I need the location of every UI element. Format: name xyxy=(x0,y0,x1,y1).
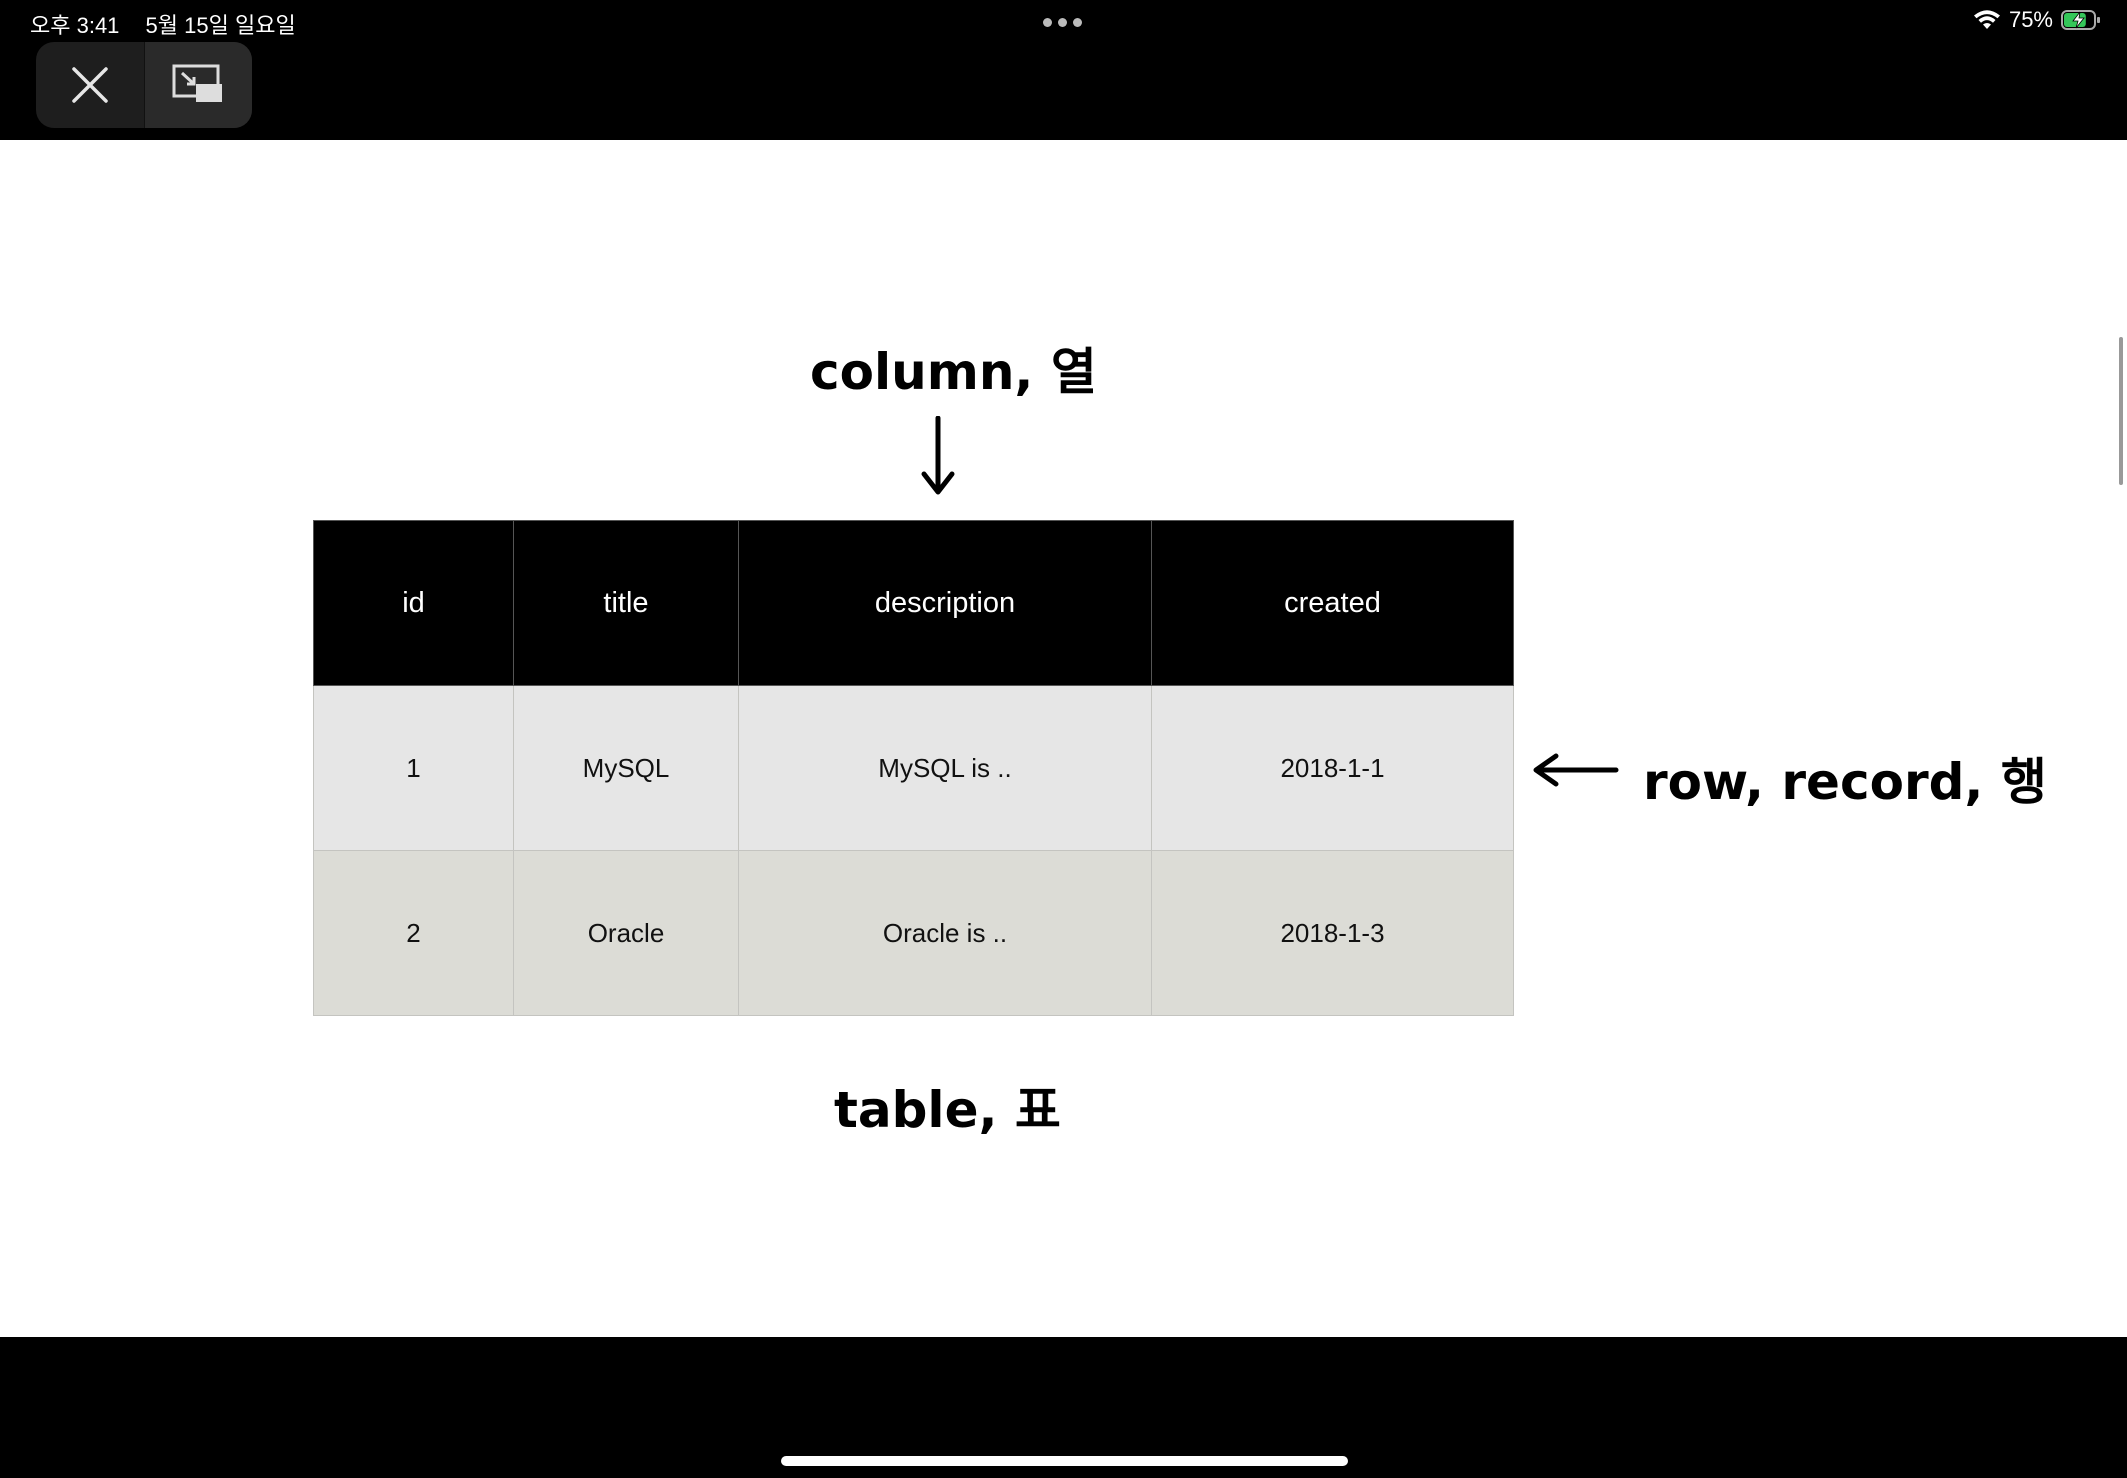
battery-charging-icon xyxy=(2061,10,2100,30)
table-row: 2 Oracle Oracle is .. 2018-1-3 xyxy=(313,850,1514,1016)
multitasking-dots-icon[interactable] xyxy=(1043,18,1082,27)
row-caption: row, record, 행 xyxy=(1643,753,2047,811)
header-created: created xyxy=(1151,520,1514,686)
picture-in-picture-button[interactable] xyxy=(143,42,252,128)
wifi-icon xyxy=(1973,10,2000,29)
cell-id: 1 xyxy=(313,685,514,851)
close-icon xyxy=(72,67,108,103)
scrollbar[interactable] xyxy=(2119,337,2123,485)
cell-id: 2 xyxy=(313,850,514,1016)
status-time: 오후 3:41 xyxy=(30,13,120,38)
table-header-row: id title description created xyxy=(313,520,1514,686)
status-left: 오후 3:41 5월 15일 일요일 xyxy=(30,8,316,40)
battery-percent: 75% xyxy=(2008,7,2053,32)
arrow-left-icon xyxy=(1533,753,1619,787)
table-caption: table, 표 xyxy=(834,1081,1061,1139)
home-indicator[interactable] xyxy=(781,1456,1348,1466)
status-date: 5월 15일 일요일 xyxy=(145,13,296,38)
header-description: description xyxy=(738,520,1152,686)
arrow-down-icon xyxy=(921,416,955,495)
cell-description: Oracle is .. xyxy=(738,850,1152,1016)
cell-created: 2018-1-3 xyxy=(1151,850,1514,1016)
table-row: 1 MySQL MySQL is .. 2018-1-1 xyxy=(313,685,1514,851)
cell-title: MySQL xyxy=(513,685,739,851)
presentation-slide: column, 열 id title description created 1… xyxy=(0,140,2127,1337)
video-controls xyxy=(36,42,252,128)
cell-description: MySQL is .. xyxy=(738,685,1152,851)
status-right: 75% xyxy=(1973,7,2101,33)
cell-title: Oracle xyxy=(513,850,739,1016)
header-id: id xyxy=(313,520,514,686)
status-bar: 오후 3:41 5월 15일 일요일 75% xyxy=(0,0,2127,44)
data-table: id title description created 1 MySQL MyS… xyxy=(313,520,1514,1016)
header-title: title xyxy=(513,520,739,686)
picture-in-picture-icon xyxy=(172,64,223,102)
bottom-bar xyxy=(0,1337,2127,1478)
cell-created: 2018-1-1 xyxy=(1151,685,1514,851)
close-button[interactable] xyxy=(36,42,144,128)
column-caption: column, 열 xyxy=(810,343,1097,401)
